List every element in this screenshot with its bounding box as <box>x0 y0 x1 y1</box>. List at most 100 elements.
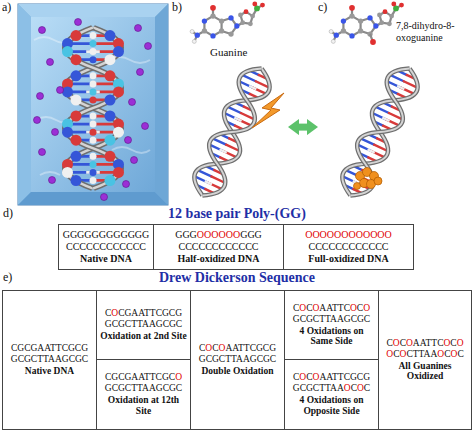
solvated-dna <box>62 86 73 97</box>
counter-ion <box>142 123 149 130</box>
oxidized-base: O <box>299 303 306 313</box>
water-box <box>18 192 168 205</box>
base-run: C <box>386 338 392 348</box>
solvated-dna <box>90 88 97 95</box>
dna-strand: OCOCTTAAOCOC <box>386 349 463 360</box>
solvated-dna <box>90 169 97 176</box>
solvated-dna <box>62 167 73 178</box>
counter-ion <box>34 117 41 124</box>
oxidized-base: O <box>313 372 320 382</box>
solvated-dna <box>90 121 97 128</box>
solvated-dna <box>90 113 97 120</box>
base-run: C <box>293 303 299 313</box>
dna-strand: CCCCCCCCCCCC <box>66 241 146 253</box>
base-run: AATTC <box>319 303 350 313</box>
base-run: C <box>212 343 218 353</box>
solvated-dna <box>71 30 82 41</box>
cell-caption: 4 Oxidations on Opposite Side <box>288 395 375 417</box>
sequence-cell: GGGGGGGGGGGGCCCCCCCCCCCCNative DNA <box>58 224 154 270</box>
solvated-dna <box>71 111 82 122</box>
water-box <box>31 17 155 192</box>
counter-ion <box>101 194 108 201</box>
dna-strand: CGCGAATTCGCO <box>105 372 182 383</box>
water-box <box>18 4 168 17</box>
panel-letter: d) <box>3 207 13 221</box>
oxidized-base <box>354 168 383 190</box>
base-run: GCGCTTAAGCGC <box>105 319 182 329</box>
counter-ion <box>145 43 152 50</box>
base-run: C <box>457 349 463 359</box>
dna-strand: COCOAATTCGCG <box>293 372 370 383</box>
solvated-dna <box>90 161 97 168</box>
base-run: C <box>444 349 450 359</box>
solvated-dna <box>90 177 97 184</box>
oxidized-base: O <box>205 343 212 353</box>
oxoguanine-molecule <box>329 2 404 44</box>
solvated-dna <box>105 54 116 65</box>
oxidized-base: O <box>393 338 400 348</box>
solvated-dna <box>66 28 120 189</box>
cell-caption: Full-oxidized DNA <box>308 253 388 265</box>
sequence-cell: COCOAATTCGCGGCGCTTAAOCOC4 Oxidations on … <box>284 359 379 430</box>
base-run: GCGCTTAAGCGC <box>11 354 88 364</box>
solvated-dna <box>113 167 124 178</box>
dna-strand: GCGCTTAAGCGC <box>105 383 182 394</box>
solvated-dna <box>105 151 116 162</box>
panel-letter: c) <box>318 1 327 15</box>
dna-strand: GCGCTTAAGCGC <box>11 354 88 365</box>
solvated-dna <box>105 30 116 41</box>
solvated-dna <box>62 46 73 57</box>
oxidized-base: OOOOOOOOOOOO <box>305 229 392 240</box>
water-box <box>18 4 168 205</box>
solvated-dna <box>105 175 116 186</box>
oxidation-bolt <box>252 93 284 128</box>
text-holder: c) <box>318 1 327 15</box>
solvated-dna <box>105 95 116 106</box>
cell-caption: Double Oxidation <box>201 366 273 377</box>
base-run: C <box>306 303 312 313</box>
solvated-dna <box>90 32 97 39</box>
text-holder: Guanine <box>210 46 247 59</box>
section-title: Drew Dickerson Sequence <box>30 270 444 286</box>
sequence-cell: COCOAATTCGCGGCGCTTAAGCGCDouble Oxidation <box>190 290 285 430</box>
counter-ion <box>57 87 64 94</box>
text-holder: d) <box>3 207 13 221</box>
counter-ion <box>49 177 56 184</box>
solvated-dna <box>71 151 82 162</box>
cell-caption: Oxidation at 2nd Site <box>100 331 186 342</box>
text-holder: e) <box>3 271 12 285</box>
dna-strand: GGGGGGGGGGGG <box>63 229 150 241</box>
dna-strand: CCCCCCCCCCCC <box>178 241 258 253</box>
counter-ion <box>125 137 132 144</box>
solvated-dna <box>71 54 82 65</box>
dna-strand: GCGCTTAAOCOC <box>293 383 370 394</box>
dna-strand: CGCGAATTCGCG <box>11 343 88 354</box>
sequence-cell: OOOOOOOOOOOOCCCCCCCCCCCCFull-oxidized DN… <box>283 224 414 270</box>
text-holder: 7,8-dihydro-8-oxoguanine <box>396 20 472 43</box>
cell-caption: All Guanines Oxidized <box>382 361 468 383</box>
solvated-dna <box>90 129 97 136</box>
base-run: GGG <box>240 229 262 240</box>
base-run: CGAATTCGCG <box>118 308 182 318</box>
solvated-dna <box>71 175 82 186</box>
water-box <box>155 4 168 205</box>
counter-ion <box>47 59 54 66</box>
solvated-dna <box>71 95 82 106</box>
oxidized-base <box>354 183 361 190</box>
counter-ion <box>129 99 136 106</box>
solvated-dna <box>113 46 124 57</box>
counter-ion <box>75 19 82 26</box>
text-holder: b) <box>172 1 182 15</box>
oxidized-dna <box>336 62 424 202</box>
native-dna <box>188 62 276 202</box>
base-run: CCCCCCCCCCCC <box>66 241 146 252</box>
dna-strand: GGGOOOOOOGGG <box>175 229 262 241</box>
base-run: C <box>199 343 205 353</box>
counter-ion <box>39 149 46 156</box>
oxidized-base: O <box>437 349 444 359</box>
oxoguanine-molecule <box>329 2 404 45</box>
solvated-dna <box>113 127 124 138</box>
solvated-dna <box>90 56 97 63</box>
counter-ion <box>135 25 142 32</box>
base-run: CGCGAATTCGCG <box>11 343 88 353</box>
